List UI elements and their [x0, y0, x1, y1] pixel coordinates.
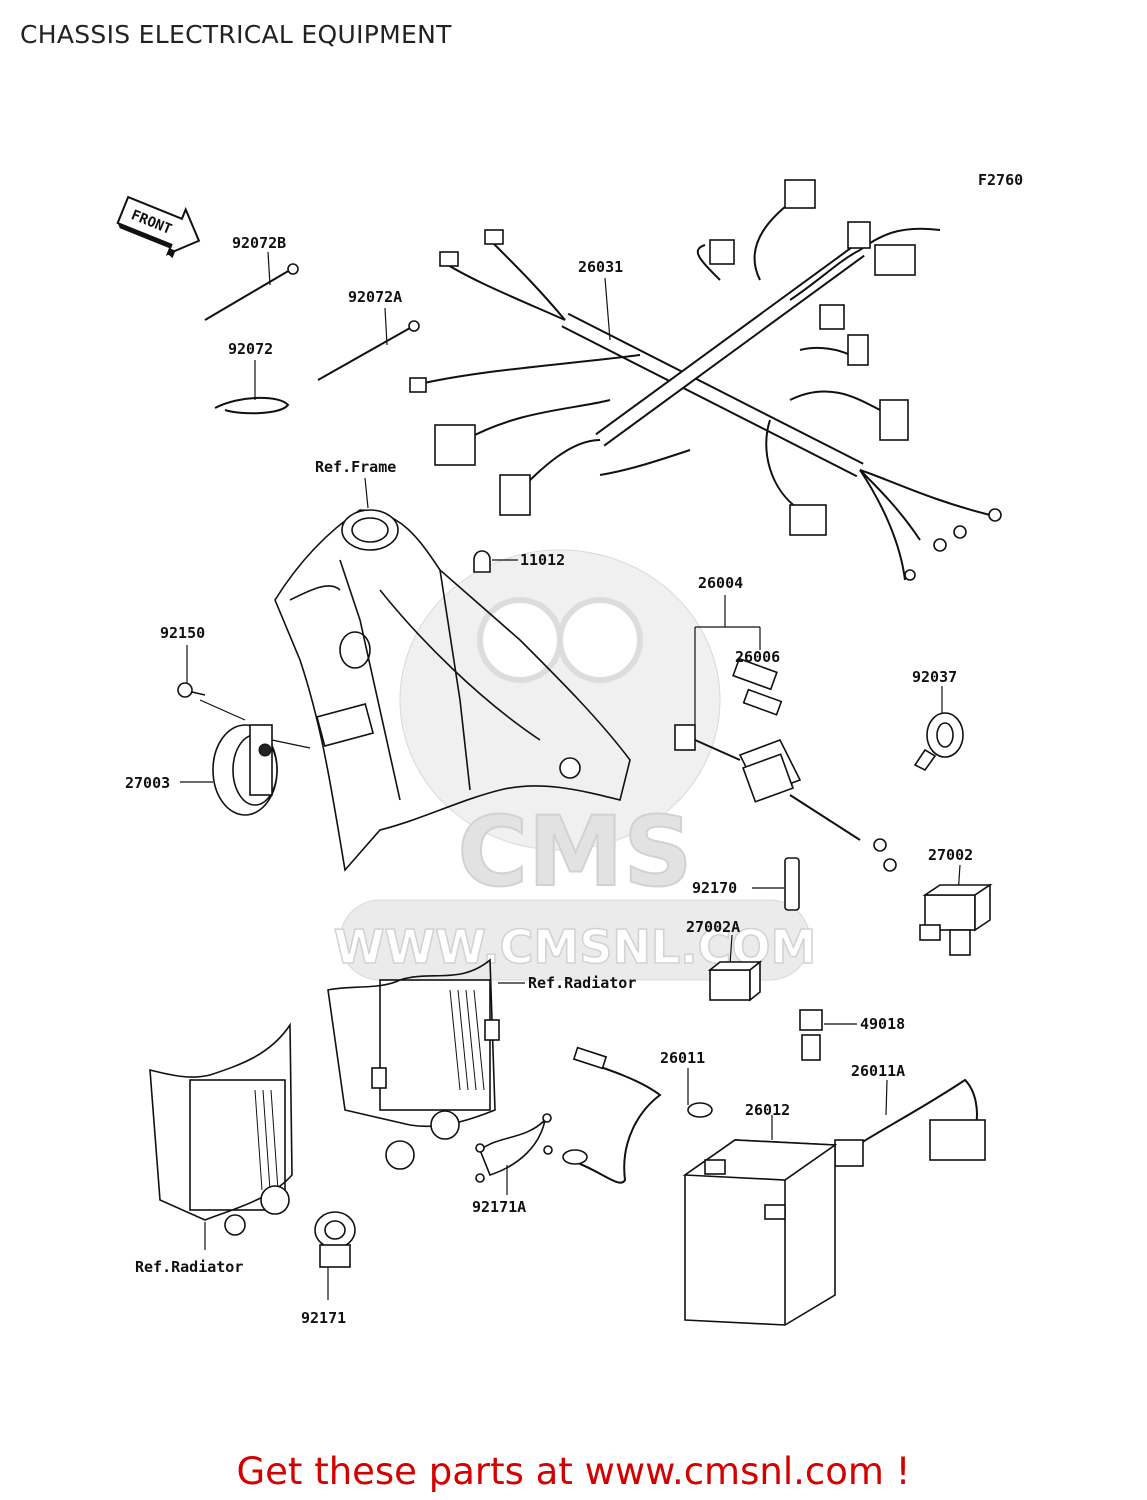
main-harness-26031 — [409, 179, 1002, 581]
watermark-logo-icon — [399, 549, 721, 851]
figure-code: F2760 — [978, 171, 1023, 189]
footer-cta-link[interactable]: Get these parts at www.cmsnl.com ! — [236, 1450, 911, 1493]
radiator-reference-upper — [327, 958, 525, 1170]
label-ref-radiator-lower: Ref.Radiator — [135, 1258, 243, 1276]
label-92072A: 92072A — [348, 288, 402, 306]
label-92072B: 92072B — [232, 234, 286, 252]
label-26011: 26011 — [660, 1049, 705, 1067]
battery-lead-26011 — [562, 1046, 713, 1184]
label-ref-radiator-upper: Ref.Radiator — [528, 974, 636, 992]
label-26031: 26031 — [578, 258, 623, 276]
band-92170 — [752, 857, 800, 911]
label-27003: 27003 — [125, 774, 170, 792]
label-26012: 26012 — [745, 1101, 790, 1119]
label-92072: 92072 — [228, 340, 273, 358]
front-arrow-icon: FRONT — [116, 195, 201, 259]
label-26004: 26004 — [698, 574, 743, 592]
watermark: CMS WWW.CMSNL.COM — [333, 549, 817, 981]
cable-band-92072 — [214, 360, 290, 415]
watermark-url: WWW.CMSNL.COM — [334, 920, 817, 974]
label-26011A: 26011A — [851, 1062, 905, 1080]
label-92170: 92170 — [692, 879, 737, 897]
label-92171A: 92171A — [472, 1198, 526, 1216]
page-title: CHASSIS ELECTRICAL EQUIPMENT — [20, 20, 452, 49]
label-92171: 92171 — [301, 1309, 346, 1327]
radiator-reference-lower — [149, 1022, 293, 1250]
label-49018: 49018 — [860, 1015, 905, 1033]
label-ref-frame: Ref.Frame — [315, 458, 396, 476]
label-27002A: 27002A — [686, 918, 740, 936]
bolt-92150 — [177, 645, 246, 721]
connector-49018 — [799, 1009, 857, 1061]
clamp-92171A — [475, 1113, 553, 1195]
fuse-26006 — [742, 688, 783, 716]
battery-26012 — [682, 1115, 838, 1326]
frame-reference — [274, 477, 631, 872]
cable-tie-92072B — [204, 251, 299, 321]
cap-11012 — [473, 550, 518, 573]
label-92150: 92150 — [160, 624, 205, 642]
relay-27002 — [919, 864, 993, 956]
battery-lead-26011A — [834, 1078, 986, 1167]
cable-tie-92072A — [317, 307, 420, 381]
label-11012: 11012 — [520, 551, 565, 569]
horn-27003 — [180, 724, 311, 816]
clip-92171 — [314, 1211, 356, 1300]
label-26006: 26006 — [735, 648, 780, 666]
label-27002: 27002 — [928, 846, 973, 864]
fuse-assembly-26004 — [674, 595, 897, 872]
clamp-92037 — [913, 686, 964, 772]
watermark-logo-text: CMS — [457, 796, 692, 908]
relay-27002A — [707, 934, 763, 1002]
label-92037: 92037 — [912, 668, 957, 686]
